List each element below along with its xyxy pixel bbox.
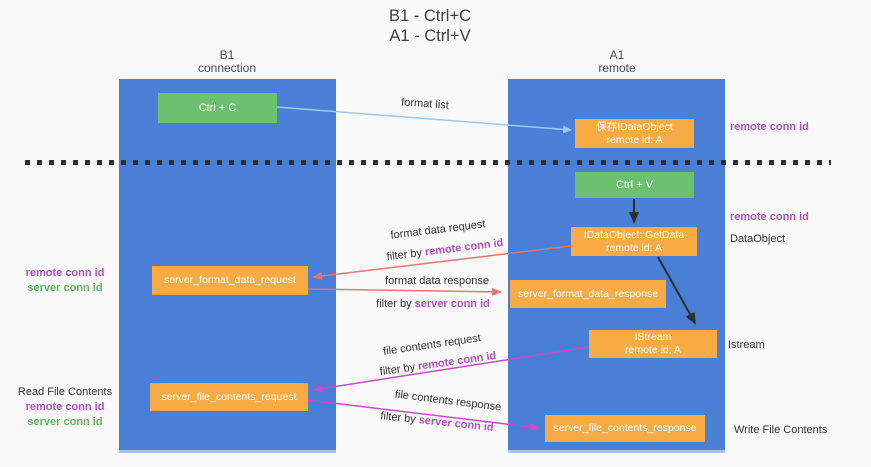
read-file-contents-label: Read File Contents: [17, 386, 113, 398]
server-file-contents-request-node: server_file_contents_request: [150, 383, 308, 411]
save-idataobject-line1: 保存IDataObject: [596, 120, 673, 133]
server-format-data-response-node: server_format_data_response: [510, 280, 666, 308]
format-data-response-label: format data response: [385, 275, 489, 287]
format-data-response-filter-label: filter by server conn id: [368, 298, 498, 310]
ctrl-c-node: Ctrl + C: [158, 93, 277, 123]
ctrl-v-node: Ctrl + V: [575, 172, 694, 198]
right-top-remote-conn-id-label: remote conn id: [730, 121, 809, 133]
read-file-contents-labels: Read File Contents remote conn id server…: [10, 385, 120, 430]
left-remote-conn-id-label: remote conn id: [25, 267, 105, 279]
format-data-request-arrow: [312, 245, 572, 280]
file-contents-request-arrow: [312, 346, 590, 393]
server-file-contents-response-label: server_file_contents_response: [553, 422, 697, 434]
server-format-data-request-node: server_format_data_request: [152, 266, 308, 295]
left-bottom-server-conn-id-label: server conn id: [27, 416, 103, 428]
server-format-data-response-label: server_format_data_response: [517, 287, 659, 300]
file-contents-response-arrow: [307, 399, 540, 431]
istream-line2: remote id: A: [624, 344, 682, 356]
lifeline-a1-name: A1: [609, 48, 625, 62]
phase-separator-dashed-line: [25, 160, 831, 165]
lifeline-header-a1: A1 remote: [537, 49, 697, 75]
save-idataobject-node: 保存IDataObject remote id: A: [575, 119, 694, 148]
getdata-line1: IDataObject::GetData: [583, 228, 685, 241]
left-conn-id-labels: remote conn id server conn id: [10, 266, 120, 296]
lifeline-b1-name: B1: [219, 48, 235, 62]
server-format-data-request-label: server_format_data_request: [164, 274, 296, 286]
getdata-line2: remote id: A: [605, 241, 663, 254]
diagram-title-line2: A1 - Ctrl+V: [389, 27, 471, 45]
idataobject-getdata-node: IDataObject::GetData remote id: A: [571, 227, 697, 256]
format-list-arrow: [276, 106, 572, 134]
dataobject-label: DataObject: [730, 233, 786, 245]
save-idataobject-line2: remote id: A: [606, 133, 663, 146]
format-data-response-arrow: [307, 287, 502, 296]
getdata-to-istream-arrow: [657, 256, 696, 325]
lifeline-header-b1: B1 connection: [147, 49, 307, 75]
diagram-title: B1 - Ctrl+C A1 - Ctrl+V: [300, 6, 560, 46]
lifeline-b1-role: connection: [197, 61, 257, 75]
left-server-conn-id-label: server conn id: [27, 282, 103, 294]
server-conn-id-highlight: server conn id: [414, 298, 490, 310]
filter-by-prefix: filter by: [376, 298, 415, 310]
lifeline-a1-role: remote: [598, 61, 636, 75]
istream-side-label: Istream: [728, 339, 765, 351]
ctrl-v-label: Ctrl + V: [616, 178, 653, 191]
server-file-contents-request-label: server_file_contents_request: [161, 390, 297, 403]
right-mid-remote-conn-id-label: remote conn id: [730, 211, 809, 223]
server-file-contents-response-node: server_file_contents_response: [545, 415, 705, 442]
ctrl-c-label: Ctrl + C: [198, 101, 237, 114]
write-file-contents-label: Write File Contents: [734, 424, 828, 436]
diagram-title-line1: B1 - Ctrl+C: [388, 7, 472, 25]
istream-node: IStream remote id: A: [589, 330, 717, 358]
istream-line1: IStream: [634, 331, 672, 343]
left-bottom-remote-conn-id-label: remote conn id: [25, 401, 105, 413]
